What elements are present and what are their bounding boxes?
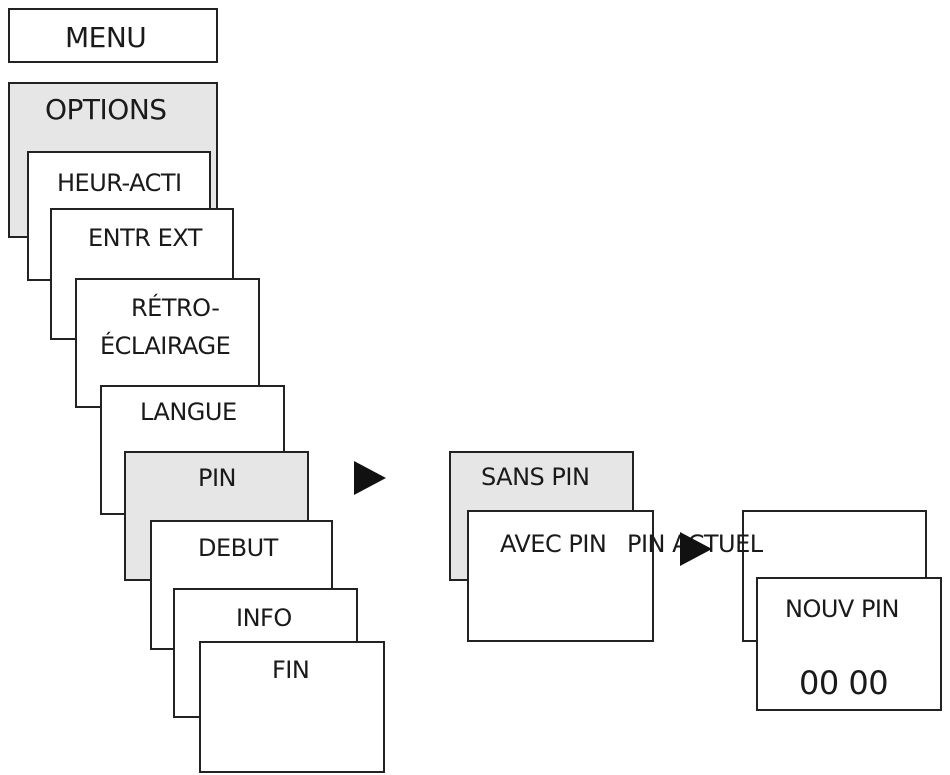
menu-item-label: INFO <box>236 604 292 632</box>
options-label: OPTIONS <box>45 93 167 126</box>
pin-value[interactable]: 00 00 <box>799 664 889 702</box>
menu-item-label-line2: ÉCLAIRAGE <box>100 332 231 360</box>
menu-label: MENU <box>65 21 147 54</box>
menu-item-label: HEUR-ACTI <box>57 169 182 197</box>
menu-item-label: PIN <box>198 464 237 492</box>
submenu-avec-pin[interactable] <box>467 510 654 642</box>
submenu-avec-pin-label: AVEC PIN <box>500 530 607 558</box>
menu-item-label: DEBUT <box>198 534 278 562</box>
menu-item-label: ENTR EXT <box>88 224 202 252</box>
nouv-pin-label: NOUV PIN <box>785 595 899 623</box>
arrow-right-icon <box>680 532 712 566</box>
menu-item-fin[interactable] <box>199 641 385 773</box>
arrow-right-icon <box>354 461 386 495</box>
menu-item-label: FIN <box>272 656 310 684</box>
menu-item-label: LANGUE <box>140 398 237 426</box>
submenu-sans-pin-label: SANS PIN <box>481 463 590 491</box>
menu-item-label-line1: RÉTRO- <box>131 294 220 322</box>
menu-box[interactable] <box>8 8 218 63</box>
nouv-pin-box[interactable] <box>756 577 942 711</box>
